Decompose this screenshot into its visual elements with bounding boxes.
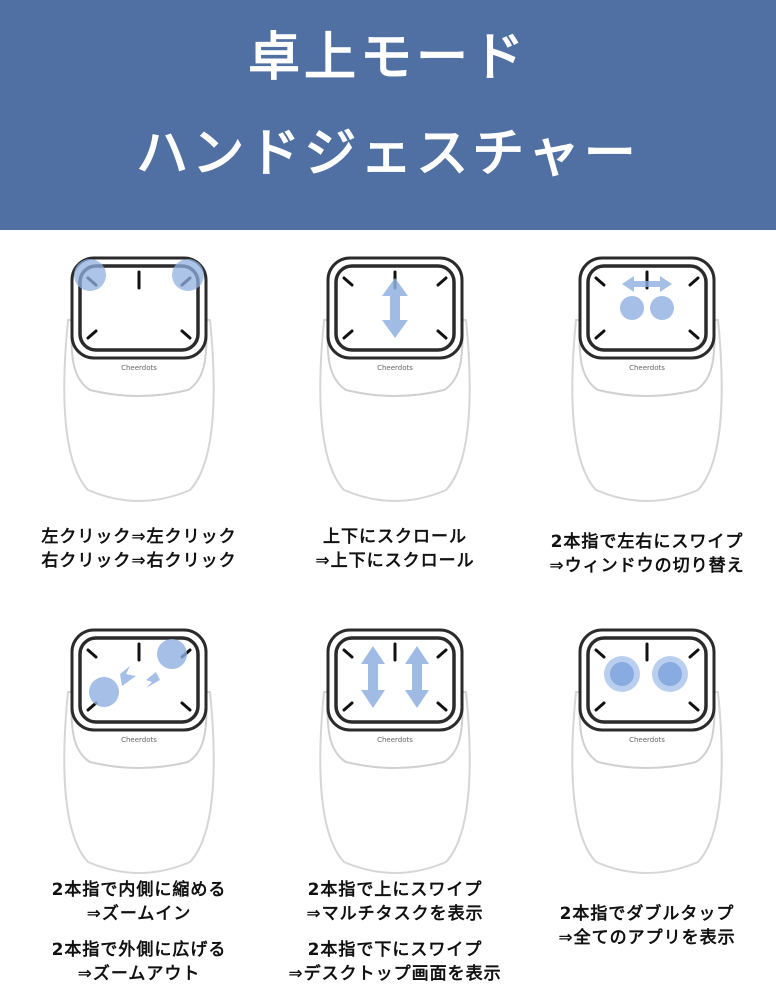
gesture-overlay: [382, 278, 408, 338]
device-illustration: Cheerdots: [571, 256, 723, 502]
brand-logo: Cheerdots: [377, 736, 413, 744]
device-illustration: Cheerdots: [571, 628, 723, 874]
gesture-caption: 左クリック⇒左クリック右クリック⇒右クリック: [41, 527, 237, 571]
header-banner: 卓上モード ハンドジェスチャー: [0, 0, 776, 230]
gesture-overlay: [74, 259, 204, 291]
gesture-caption: 2本指で左右にスワイプ⇒ウィンドウの切り替え: [549, 532, 745, 576]
gesture-overlay: [604, 656, 688, 692]
device-illustration: Cheerdots: [319, 256, 471, 502]
brand-logo: Cheerdots: [377, 364, 413, 372]
page-title: 卓上モード: [247, 28, 528, 88]
page-subtitle: ハンドジェスチャー: [136, 124, 640, 184]
brand-logo: Cheerdots: [629, 364, 665, 372]
brand-logo: Cheerdots: [121, 364, 157, 372]
gesture-overlay: [361, 646, 429, 708]
brand-logo: Cheerdots: [629, 736, 665, 744]
gesture-caption: 2本指でダブルタップ⇒全てのアプリを表示: [558, 904, 736, 948]
gesture-caption: 上下にスクロール⇒上下にスクロール: [315, 527, 475, 571]
brand-logo: Cheerdots: [121, 736, 157, 744]
device-illustration: Cheerdots: [63, 256, 215, 502]
device-illustration: Cheerdots: [63, 628, 215, 874]
device-illustration: Cheerdots: [319, 628, 471, 874]
gesture-caption: 2本指で内側に縮める⇒ズームイン 2本指で外側に広げる⇒ズームアウト: [51, 880, 227, 984]
gesture-overlay: [89, 639, 187, 707]
gesture-overlay: [620, 276, 674, 320]
gesture-caption: 2本指で上にスワイプ⇒マルチタスクを表示 2本指で下にスワイプ⇒デスクトップ画面…: [288, 880, 502, 984]
